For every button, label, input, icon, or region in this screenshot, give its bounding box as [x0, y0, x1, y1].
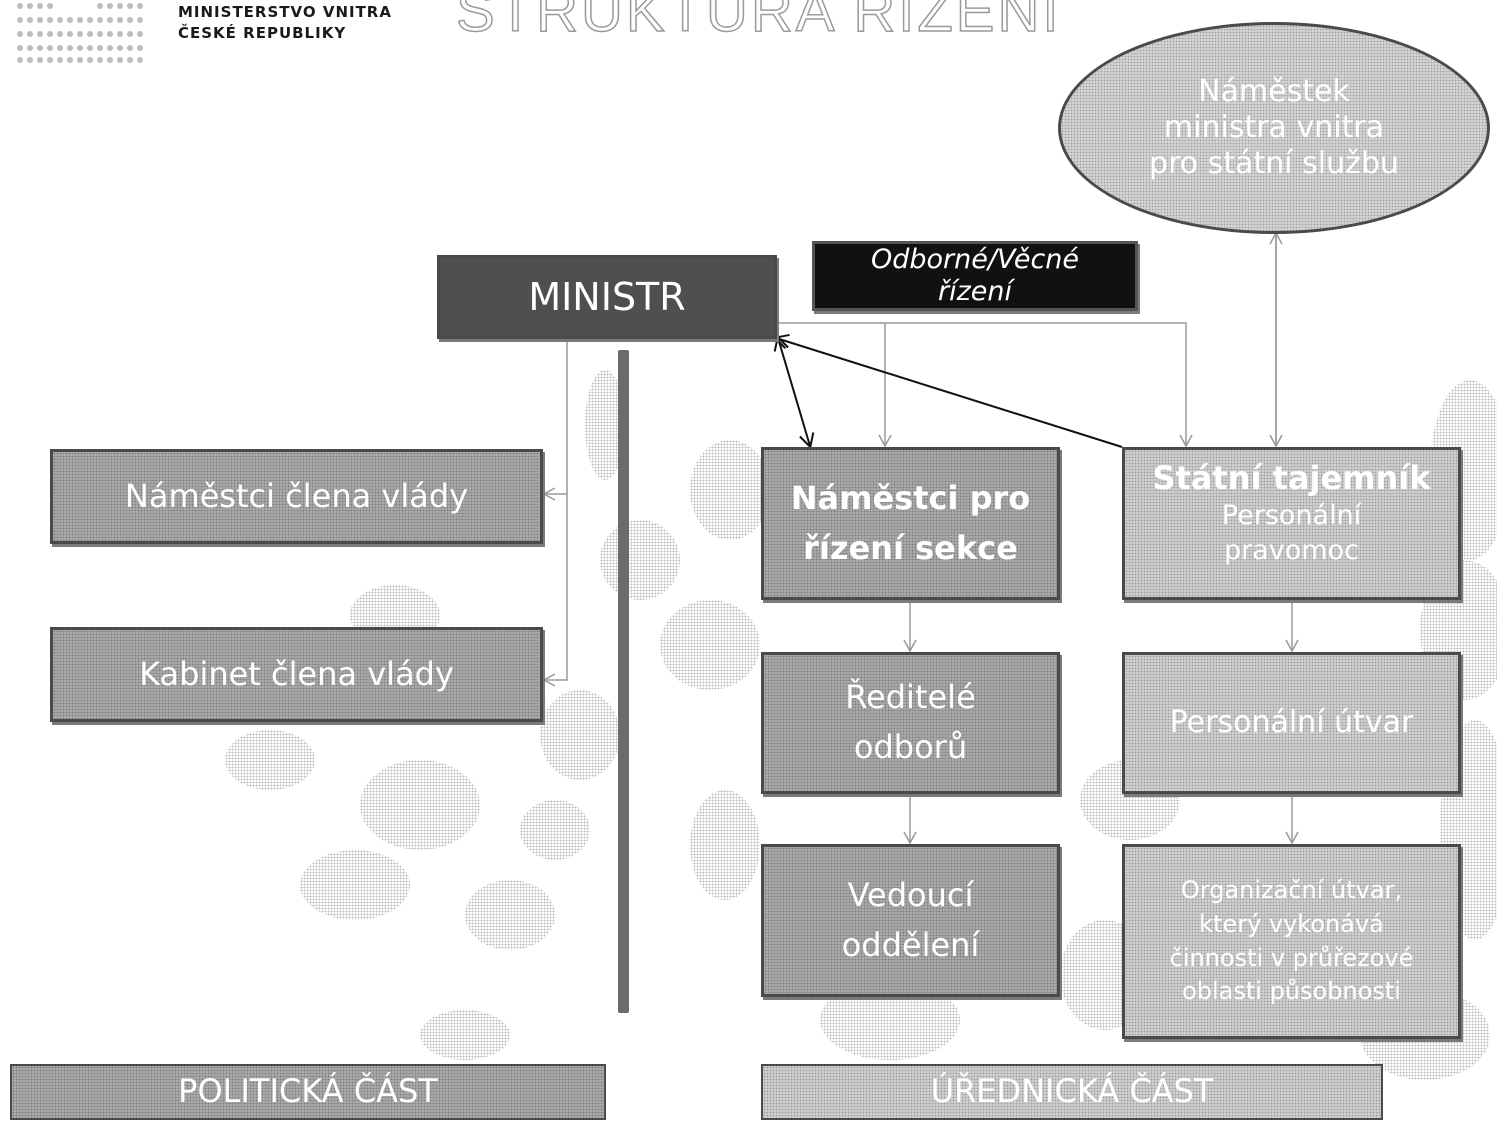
dot-blob	[540, 690, 620, 780]
statni-tajemnik-label: Státní tajemník	[1152, 459, 1431, 497]
dot-blob	[600, 520, 680, 600]
dot-blob	[225, 730, 315, 790]
reditele-line-2: odborů	[853, 728, 968, 766]
dot-blob	[300, 850, 410, 920]
urednicka-cast-banner: ÚŘEDNICKÁ ČÁST	[761, 1064, 1383, 1120]
dot-blob	[520, 800, 590, 860]
logo-dot-grid-icon	[17, 3, 143, 63]
vedouci-oddeleni-box: Vedoucí oddělení	[761, 844, 1060, 997]
logo-line-2: ČESKÉ REPUBLIKY	[178, 24, 347, 42]
connector-strong	[778, 338, 810, 446]
personalni-utvar-label: Personální útvar	[1169, 704, 1414, 740]
vedouci-line-1: Vedoucí	[847, 875, 974, 914]
logo-line-1: MINISTERSTVO VNITRA	[178, 3, 392, 21]
organizacni-line-4: oblasti působnosti	[1182, 977, 1401, 1006]
page-title: STRUKTURA ŘÍZENÍ	[455, 0, 1062, 45]
namestci-clena-vlady-label: Náměstci člena vlády	[124, 476, 469, 515]
namestek-line-1: Náměstek	[1198, 74, 1350, 109]
organizacni-line-1: Organizační útvar,	[1180, 876, 1403, 905]
namestci-sekce-line-2: řízení sekce	[803, 528, 1018, 567]
dot-blob	[690, 440, 770, 540]
reditele-odboru-box: Ředitelé odborů	[761, 652, 1060, 794]
namestek-line-2: ministra vnitra	[1163, 110, 1385, 145]
dot-blob	[660, 600, 760, 690]
dot-blob	[360, 760, 480, 850]
namestek-ellipse: Náměstek ministra vnitra pro státní služ…	[1058, 22, 1490, 234]
odborne-rizeni-box: Odborné/Věcné řízení	[812, 241, 1138, 311]
dot-blob	[690, 790, 760, 900]
organizacni-line-3: činnosti v průřezové	[1169, 943, 1414, 972]
personalni-pravomoc-line-2: pravomoc	[1224, 535, 1359, 567]
namestek-line-3: pro státní službu	[1149, 146, 1399, 181]
reditele-line-1: Ředitelé	[845, 678, 976, 717]
ministr-label: MINISTR	[528, 274, 686, 319]
divider-bar	[618, 350, 629, 1013]
dot-blob	[465, 880, 555, 950]
odborne-line-1: Odborné/Věcné	[870, 244, 1080, 275]
kabinet-clena-vlady-box: Kabinet člena vlády	[50, 627, 543, 722]
organizacni-line-2: který vykonává	[1199, 909, 1384, 938]
urednicka-cast-label: ÚŘEDNICKÁ ČÁST	[930, 1072, 1214, 1111]
namestci-sekce-line-1: Náměstci pro	[790, 478, 1031, 517]
odborne-line-2: řízení	[937, 276, 1012, 308]
personalni-utvar-box: Personální útvar	[1122, 652, 1461, 794]
namestci-sekce-box: Náměstci pro řízení sekce	[761, 447, 1060, 600]
connector	[542, 494, 568, 687]
logo-text: MINISTERSTVO VNITRA ČESKÉ REPUBLIKY	[178, 2, 392, 44]
namestci-clena-vlady-box: Náměstci člena vlády	[50, 449, 543, 544]
politicka-cast-banner: POLITICKÁ ČÁST	[10, 1064, 606, 1120]
statni-tajemnik-box: Státní tajemník Personální pravomoc	[1122, 447, 1461, 600]
ministr-box: MINISTR	[437, 255, 777, 339]
connector	[542, 340, 568, 501]
organizacni-utvar-box: Organizační útvar, který vykonává činnos…	[1122, 844, 1461, 1039]
connector	[776, 322, 1193, 448]
personalni-pravomoc-line-1: Personální	[1221, 500, 1362, 531]
kabinet-clena-vlady-label: Kabinet člena vlády	[139, 654, 454, 693]
dot-blob	[420, 1010, 510, 1060]
vedouci-line-2: oddělení	[841, 925, 980, 964]
connector-strong	[776, 338, 1123, 448]
politicka-cast-label: POLITICKÁ ČÁST	[178, 1072, 438, 1111]
